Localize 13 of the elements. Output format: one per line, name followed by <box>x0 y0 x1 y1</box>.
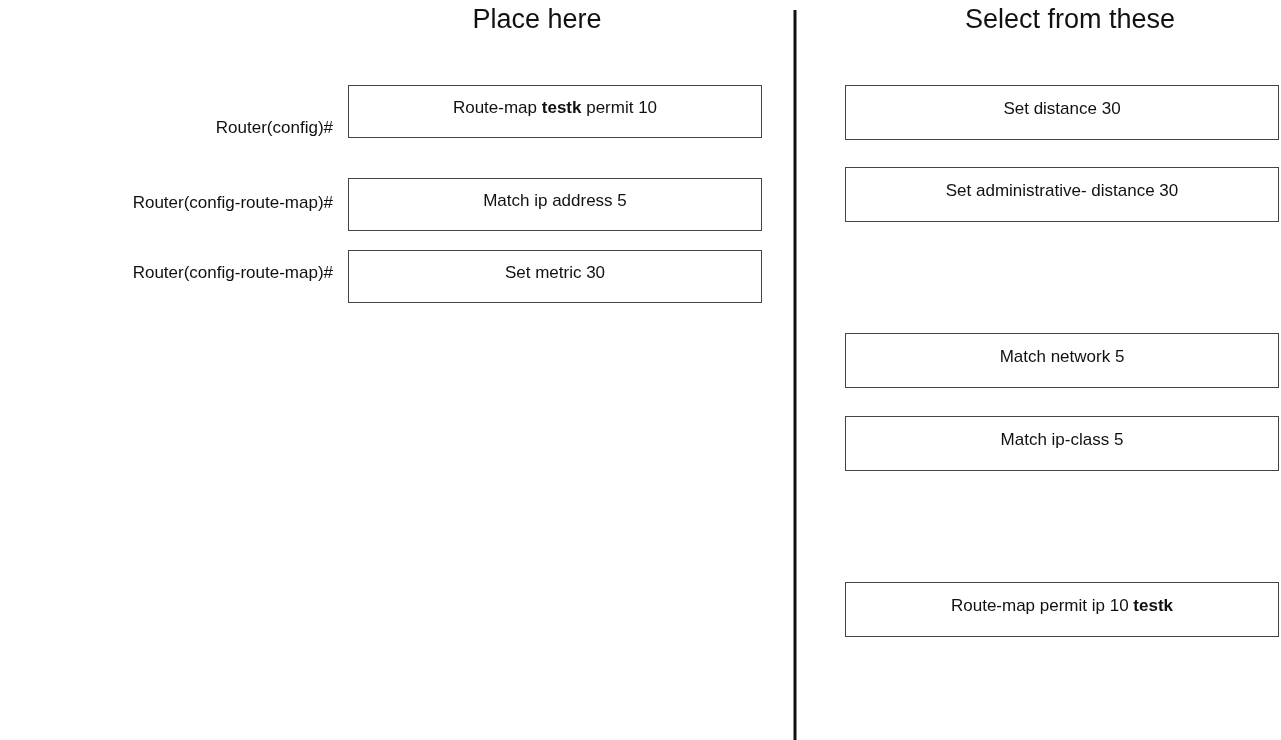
command-box: Set metric 30 <box>348 250 762 303</box>
command-box: Route-map testk permit 10 <box>348 85 762 138</box>
prompt-label: Router(config-route-map)# <box>132 193 333 213</box>
command-box: Route-map permit ip 10 testk <box>845 582 1279 637</box>
command-box: Match ip-class 5 <box>845 416 1279 471</box>
prompt-label: Router(config)# <box>215 118 333 138</box>
command-box: Match network 5 <box>845 333 1279 388</box>
command-box: Set distance 30 <box>845 85 1279 140</box>
column-heading: Select from these <box>963 4 1177 35</box>
command-box: Set administrative- distance 30 <box>845 167 1279 222</box>
prompt-label: Router(config-route-map)# <box>132 263 333 283</box>
column-heading: Place here <box>471 4 603 35</box>
command-box: Match ip address 5 <box>348 178 762 231</box>
